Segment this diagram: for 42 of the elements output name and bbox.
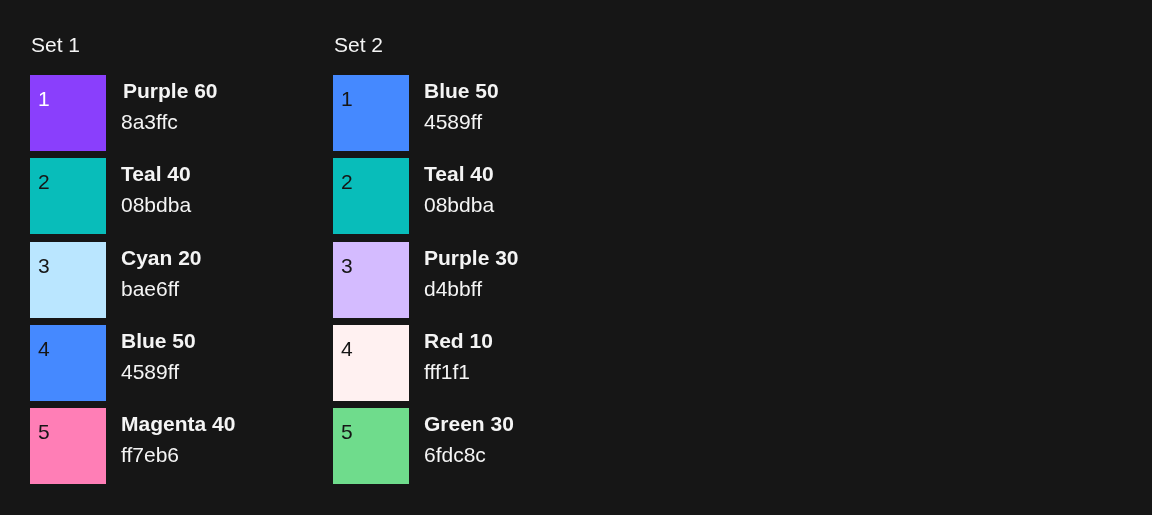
color-swatch — [333, 408, 409, 484]
swatch-number: 3 — [38, 254, 50, 278]
set-heading: Set 2 — [334, 33, 384, 57]
hex-code: 08bdba — [424, 193, 495, 217]
color-swatch — [30, 75, 106, 151]
hex-code: 08bdba — [121, 193, 192, 217]
hex-code: d4bbff — [424, 277, 482, 301]
set-heading: Set 1 — [31, 33, 81, 57]
color-swatch — [30, 158, 106, 234]
color-swatch — [30, 242, 106, 318]
hex-code: 6fdc8c — [424, 443, 486, 467]
swatch-number: 2 — [341, 170, 353, 194]
swatch-number: 5 — [38, 420, 50, 444]
swatch-number: 4 — [341, 337, 353, 361]
color-name: Cyan 20 — [121, 246, 202, 270]
color-name: Teal 40 — [424, 162, 494, 186]
color-name: Blue 50 — [424, 79, 499, 103]
hex-code: 4589ff — [424, 110, 482, 134]
swatch-number: 5 — [341, 420, 353, 444]
color-swatch — [333, 242, 409, 318]
swatch-number: 2 — [38, 170, 50, 194]
swatch-number: 1 — [38, 87, 50, 111]
swatch-number: 3 — [341, 254, 353, 278]
swatch-number: 1 — [341, 87, 353, 111]
hex-code: 4589ff — [121, 360, 179, 384]
hex-code: 8a3ffc — [121, 110, 178, 134]
color-name: Red 10 — [424, 329, 493, 353]
color-name: Purple 60 — [123, 79, 218, 103]
color-swatch — [30, 325, 106, 401]
color-swatch — [333, 75, 409, 151]
color-swatch — [30, 408, 106, 484]
hex-code: bae6ff — [121, 277, 179, 301]
swatch-number: 4 — [38, 337, 50, 361]
color-name: Teal 40 — [121, 162, 191, 186]
color-name: Purple 30 — [424, 246, 519, 270]
color-swatch — [333, 158, 409, 234]
color-swatch — [333, 325, 409, 401]
hex-code: fff1f1 — [424, 360, 470, 384]
color-name: Blue 50 — [121, 329, 196, 353]
hex-code: ff7eb6 — [121, 443, 179, 467]
color-name: Magenta 40 — [121, 412, 236, 436]
color-name: Green 30 — [424, 412, 514, 436]
